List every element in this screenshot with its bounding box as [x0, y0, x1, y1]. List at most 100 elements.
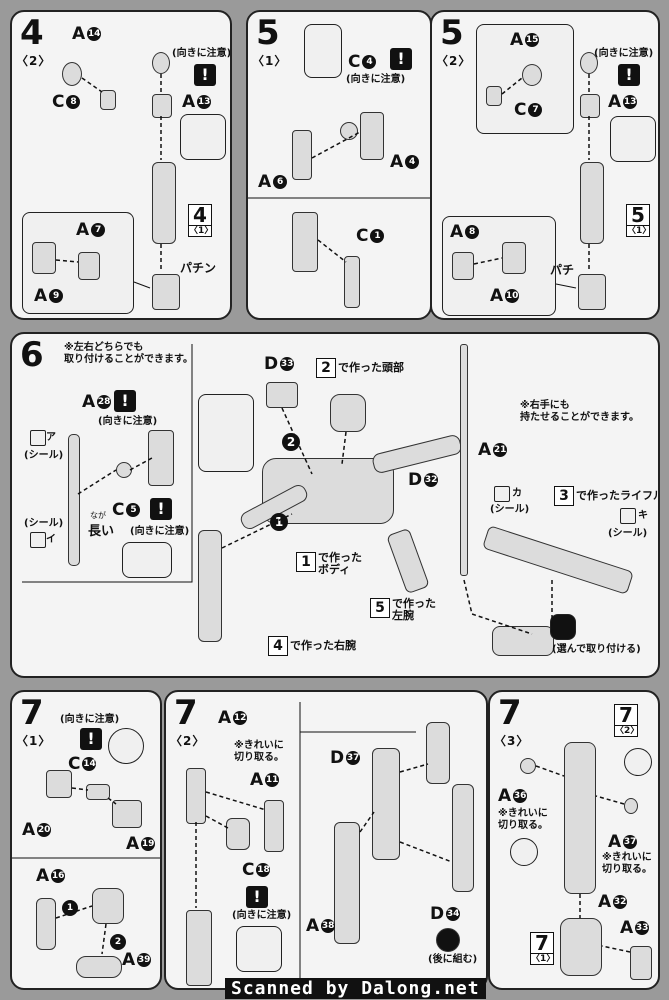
seal-ki-icon — [620, 508, 636, 524]
part-c4 — [340, 122, 358, 140]
part-backpack-arm — [148, 430, 174, 486]
step-sub: 〈2〉 — [16, 54, 52, 68]
seq-1: 1 — [60, 898, 78, 918]
part-hand-2 — [78, 252, 100, 280]
step-ref-5-1: 5〈1〉 — [626, 203, 652, 237]
part-leg — [152, 162, 176, 244]
part-c8 — [100, 90, 116, 110]
seal-ki-label: キ — [638, 510, 648, 521]
warning-icon: ! — [194, 64, 216, 86]
assembly-arrows — [473, 74, 590, 289]
seal-i-label: イ — [46, 534, 56, 545]
part-a38 — [334, 822, 360, 944]
step-number: 7 — [174, 693, 198, 733]
step-number: 7 — [498, 693, 522, 733]
seal-a-icon — [30, 430, 46, 446]
either-side-note: ※左右どちらでも取り付けることができます。 — [64, 342, 193, 365]
part-hand-assembled — [578, 274, 606, 310]
back-note: (後に組む) — [428, 954, 478, 965]
part-a36 — [520, 758, 536, 774]
part-a20 — [46, 770, 72, 798]
step-sub: 〈3〉 — [494, 734, 530, 748]
seal-ki-text: (シール) — [608, 528, 648, 539]
orientation-note: (向きに注意) — [98, 416, 158, 427]
orientation-note: (向きに注意) — [172, 48, 232, 59]
part-arm-assembled — [292, 212, 318, 272]
step-number: 4 — [20, 13, 44, 53]
part-hand-1 — [32, 242, 56, 274]
part-skirt-assembled — [186, 910, 212, 986]
assembly-arrows — [22, 344, 553, 635]
step-sub: 〈1〉 — [16, 734, 52, 748]
seal-ka-icon — [494, 486, 510, 502]
part-leg — [580, 162, 604, 244]
ref-step-5: 5 — [370, 598, 390, 618]
detail-inset — [108, 728, 144, 764]
part-joint — [580, 94, 600, 118]
ref-step-2: 2 — [316, 358, 336, 378]
step-number: 5 — [440, 13, 464, 53]
orientation-note: (向きに注意) — [232, 910, 292, 921]
cut-note: ※きれいに切り取る。 — [234, 740, 284, 763]
head-text: で作った頭部 — [338, 361, 404, 374]
orientation-note: (向きに注意) — [346, 74, 406, 85]
part-a39 — [76, 956, 122, 978]
assembly-arrows — [535, 765, 631, 953]
part-cap — [580, 52, 598, 74]
part-a6 — [292, 130, 312, 180]
part-hand-1 — [452, 252, 474, 280]
part-c7 — [486, 86, 502, 106]
rifle-text: で作ったライフル — [576, 489, 660, 502]
orientation-note: (向きに注意) — [594, 48, 654, 59]
assembly-arrows — [248, 131, 430, 263]
step-number: 5 — [256, 13, 280, 53]
scanner-watermark: Scanned by Dalong.net — [225, 978, 486, 999]
part-hand-2 — [502, 242, 526, 274]
part-armor-top — [426, 722, 450, 784]
assembly-arrows — [12, 787, 160, 955]
part-d37 — [372, 748, 400, 860]
seal-i-icon — [30, 532, 46, 548]
seal-ka-text: (シール) — [490, 504, 530, 515]
part-cap — [152, 52, 170, 74]
part-shoulder — [360, 112, 384, 160]
part-wing-blade — [68, 434, 80, 566]
warning-icon: ! — [114, 390, 136, 412]
part-hand-assembled — [152, 274, 180, 310]
step-sub: 〈2〉 — [436, 54, 472, 68]
part-right-arm — [198, 530, 222, 642]
seq-2: 2 — [108, 932, 126, 952]
snap-sound: パチン — [180, 261, 217, 275]
seal-a-text: (シール) — [24, 450, 64, 461]
body-text: で作ったボディ — [318, 551, 362, 576]
orientation-note-2: (向きに注意) — [130, 526, 190, 537]
warning-icon: ! — [80, 728, 102, 750]
part-head — [330, 394, 366, 432]
part-a11 — [264, 800, 284, 852]
part-c1 — [344, 256, 360, 308]
step-ref-7-2: 7〈2〉 — [614, 703, 640, 737]
ref-step-3: 3 — [554, 486, 574, 506]
step-sub: 〈2〉 — [170, 734, 206, 748]
c5-detail-inset — [122, 542, 172, 578]
detail-inset — [180, 114, 226, 160]
